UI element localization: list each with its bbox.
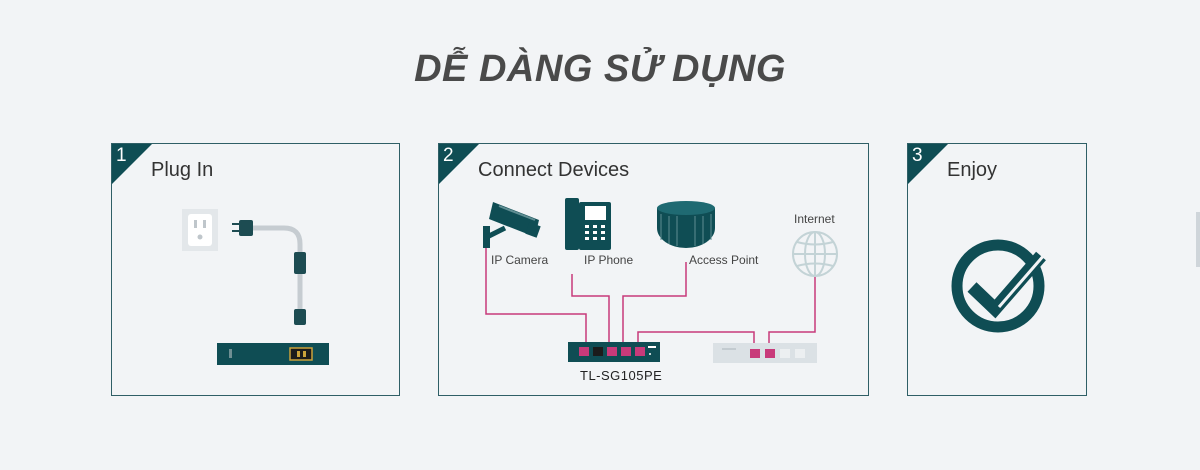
router-icon	[713, 343, 817, 363]
step-title: Connect Devices	[478, 159, 630, 181]
internet-label: Internet	[794, 212, 835, 226]
step-number: 2	[443, 145, 454, 166]
step-card-connect-devices: 2 Connect Devices IP Camera	[438, 143, 869, 396]
ip-camera-label: IP Camera	[491, 253, 548, 267]
step-corner	[439, 144, 479, 184]
wall-outlet-icon	[182, 209, 218, 251]
access-point-label: Access Point	[689, 253, 759, 267]
ip-phone-icon	[565, 198, 611, 250]
checkmark-icon	[951, 239, 1047, 333]
page-title: DỄ DÀNG SỬ DỤNG	[414, 48, 786, 90]
ip-phone-label: IP Phone	[584, 253, 633, 267]
edge-marker	[1196, 212, 1200, 267]
network-cables	[485, 244, 816, 349]
step-title: Plug In	[151, 159, 214, 181]
switch-rear-icon	[217, 343, 329, 365]
ip-camera-icon	[483, 202, 541, 248]
step-corner	[112, 144, 152, 184]
step-card-enjoy: 3 Enjoy	[907, 143, 1087, 396]
access-point-icon	[657, 201, 715, 248]
plug-in-illustration	[182, 209, 329, 365]
globe-icon	[792, 231, 838, 277]
step-title: Enjoy	[947, 159, 998, 181]
power-plug-icon	[232, 220, 306, 325]
step-card-plug-in: 1 Plug In	[111, 143, 400, 396]
step-corner	[908, 144, 948, 184]
switch-model-label: TL-SG105PE	[580, 368, 662, 383]
step-number: 1	[116, 145, 127, 166]
network-diagram: IP Camera IP Phone Access Point	[483, 198, 838, 383]
step-number: 3	[912, 145, 923, 166]
switch-icon	[568, 342, 660, 362]
enjoy-illustration	[951, 239, 1047, 333]
